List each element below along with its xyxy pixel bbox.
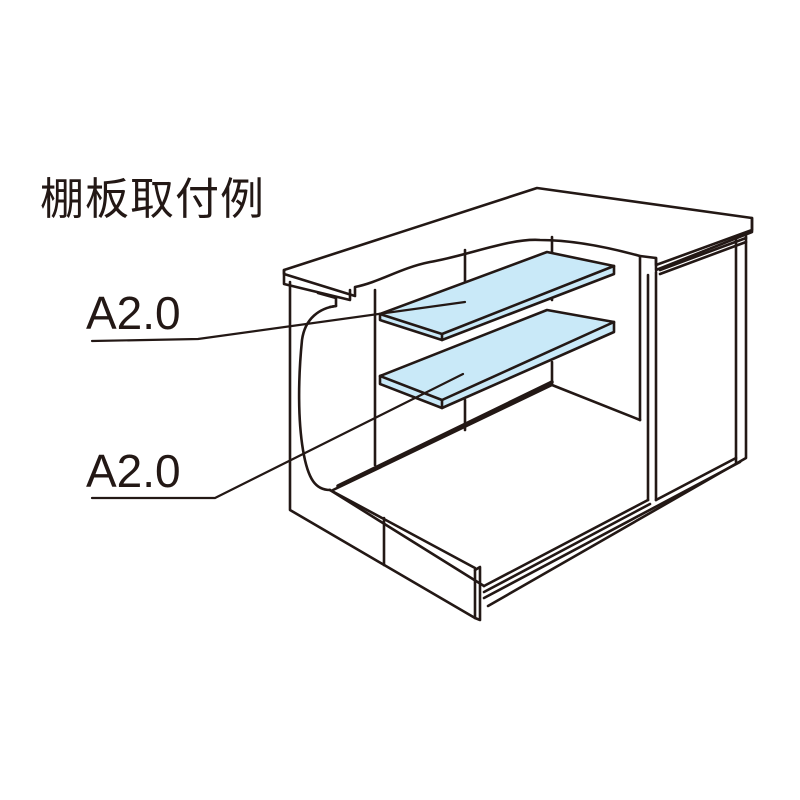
upper-leader-line (90, 300, 467, 343)
lower-shelf (378, 308, 616, 410)
lower-leader-line (90, 372, 465, 500)
front-door (482, 234, 748, 608)
diagram-title: 棚板取付例 (40, 174, 265, 225)
leader-lines (90, 300, 467, 500)
upper-shelf-label: A2.0 (86, 287, 181, 339)
floor-edge (328, 488, 486, 588)
left-wall (288, 280, 482, 622)
upper-shelf (378, 250, 616, 342)
lower-shelf-label: A2.0 (86, 445, 181, 497)
